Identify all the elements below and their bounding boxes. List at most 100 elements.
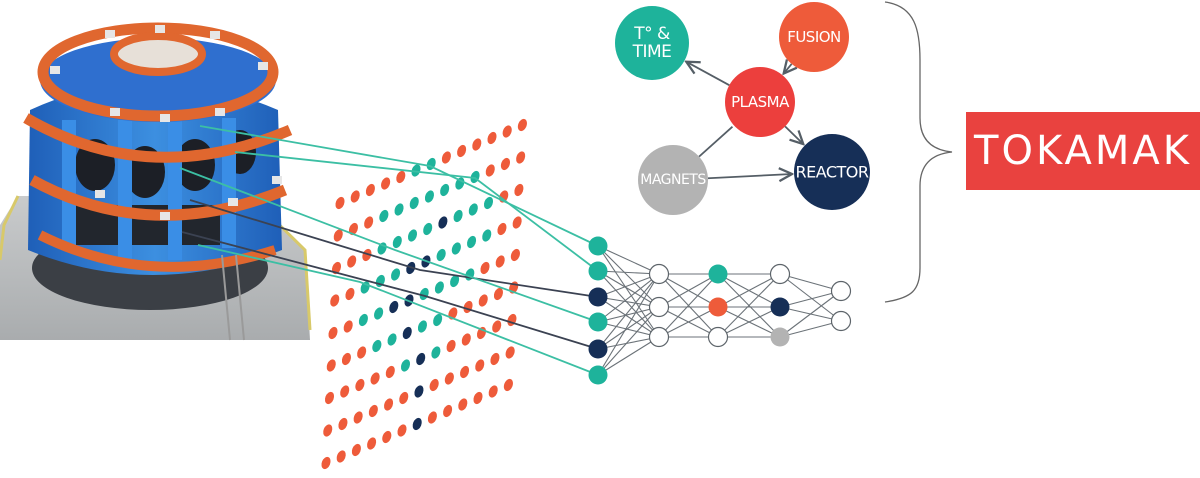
grid-dot (517, 118, 527, 132)
grid-dot (390, 268, 401, 281)
grid-dot (514, 183, 524, 197)
nn-edge (658, 273, 719, 338)
photo-clamp (50, 66, 60, 74)
curly-brace (884, 1, 953, 303)
tokamak-label-box: TOKAMAK (966, 112, 1200, 190)
grid-dot (505, 346, 515, 359)
grid-dot (417, 320, 428, 333)
feature-dot-grid (321, 118, 527, 470)
nn-input-node (588, 287, 608, 307)
grid-dot (355, 378, 365, 392)
grid-dot (364, 216, 374, 229)
grid-dot (387, 333, 397, 346)
grid-dot (493, 287, 504, 301)
nn-output-node (830, 280, 852, 302)
concept-node-label: MAGNETS (640, 172, 706, 188)
nn-edge (597, 245, 660, 275)
nn-edge (779, 273, 842, 292)
photo-to-input-connectors (179, 125, 599, 376)
nn-edge (597, 245, 660, 338)
nn-input-node (588, 236, 608, 256)
grid-dot (450, 274, 460, 288)
concept-node-circle (794, 134, 870, 210)
concept-node-circle (638, 145, 708, 215)
grid-dot (353, 411, 363, 424)
nn-edge (658, 273, 719, 308)
grid-dot (326, 359, 336, 372)
concept-edge-plasma-to-reactor (784, 125, 803, 144)
grid-dot (336, 450, 346, 463)
grid-dot (429, 378, 439, 392)
grid-dot (480, 261, 490, 275)
grid-dot (396, 170, 406, 184)
grid-dot (368, 404, 378, 418)
grid-dot (324, 391, 335, 405)
grid-dot (441, 151, 451, 164)
grid-dot (379, 209, 389, 223)
nn-hidden-node (770, 327, 790, 347)
grid-dot (458, 398, 468, 411)
photo-clamp (110, 108, 120, 116)
concept-node-plasma: PLASMA (725, 67, 795, 137)
grid-dot (436, 248, 446, 262)
grid-dot (382, 430, 392, 444)
nn-edge (779, 290, 842, 338)
grid-dot (516, 151, 526, 164)
nn-input-node (588, 312, 608, 332)
concept-node-fusion: FUSION (779, 2, 849, 72)
photo-bottom-ring (37, 230, 277, 272)
grid-dot (427, 411, 437, 424)
concept-map-edges (686, 62, 803, 179)
photo-clamp (228, 198, 238, 206)
grid-dot (372, 339, 382, 353)
grid-dot (492, 320, 502, 333)
grid-dot (394, 203, 404, 216)
grid-dot (423, 222, 433, 236)
grid-dot (507, 313, 517, 327)
grid-dot (510, 248, 520, 262)
tokamak-photo (0, 22, 312, 341)
nn-edge (597, 273, 660, 350)
nn-edge (779, 290, 842, 308)
grid-dot (362, 248, 372, 262)
neural-network-nodes (588, 236, 852, 385)
nn-edge (717, 273, 781, 338)
grid-dot (350, 190, 360, 203)
connector-line (181, 231, 599, 350)
connector-line (199, 125, 599, 247)
grid-dot (370, 372, 380, 385)
grid-dot (438, 216, 448, 229)
grid-dot (333, 229, 343, 242)
grid-dot (345, 287, 355, 301)
grid-dot (434, 281, 444, 294)
grid-dot (468, 203, 478, 216)
grid-dot (444, 372, 454, 385)
grid-dot (483, 196, 494, 210)
photo-clamp (160, 212, 170, 220)
grid-dot (407, 229, 418, 242)
grid-dot (457, 144, 467, 158)
nn-edge (597, 296, 660, 338)
photo-top-cap (40, 38, 276, 122)
photo-clamp (272, 176, 282, 184)
grid-dot (357, 346, 367, 359)
nn-edge (597, 245, 660, 308)
grid-dot (338, 417, 348, 431)
nn-hidden-node (708, 297, 728, 317)
photo-clamp (95, 190, 105, 198)
grid-dot (412, 417, 422, 431)
grid-dot (502, 125, 512, 138)
grid-dot (490, 352, 500, 366)
nn-edge (597, 270, 660, 338)
grid-dot (385, 365, 395, 379)
grid-dot (416, 352, 426, 366)
grid-dot (485, 164, 495, 177)
grid-dot (328, 326, 338, 340)
photo-mid-ring-2 (29, 175, 288, 221)
grid-dot (487, 131, 497, 145)
photo-clamp (210, 31, 220, 39)
nn-input-node (588, 261, 608, 281)
grid-dot (343, 320, 353, 333)
grid-dot (431, 346, 441, 359)
grid-dot (389, 300, 399, 314)
